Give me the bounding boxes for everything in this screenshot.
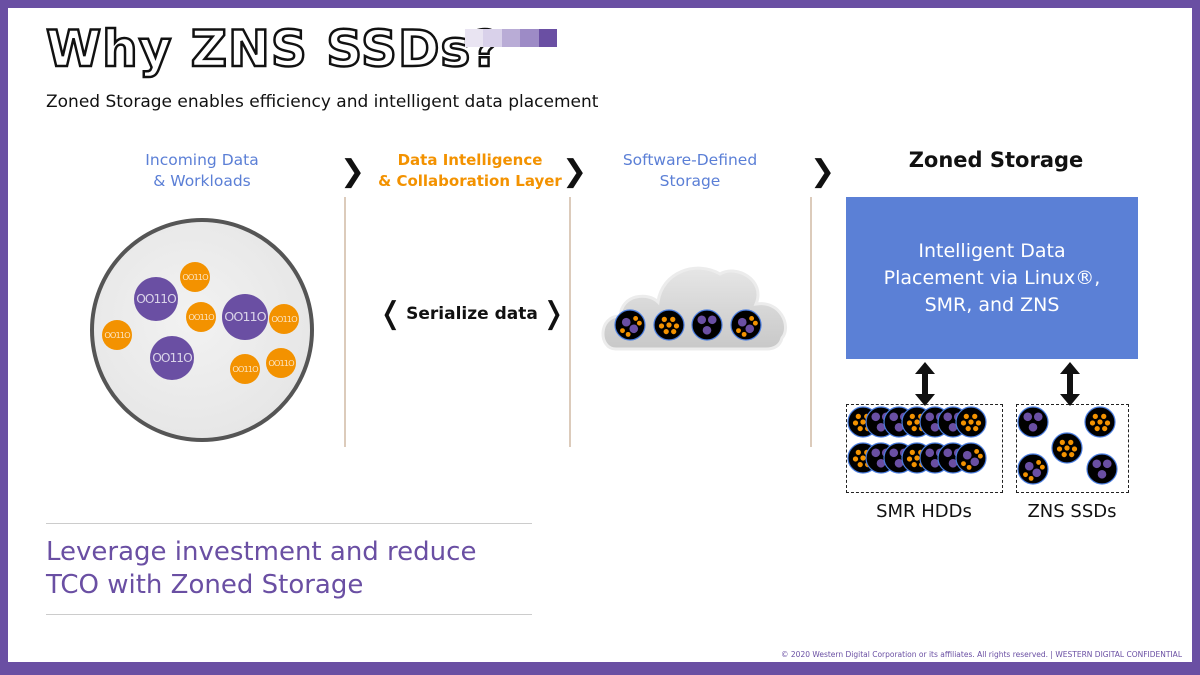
data-blob: OO11O bbox=[266, 348, 296, 378]
divider bbox=[46, 523, 532, 524]
drive-disk-icon bbox=[1084, 406, 1116, 438]
accent-square bbox=[501, 29, 521, 47]
accent-squares bbox=[465, 29, 557, 47]
column-software-defined: Software-Defined Storage bbox=[570, 150, 810, 192]
accent-square bbox=[520, 29, 539, 47]
chevron-right-icon: ❯ bbox=[340, 154, 366, 189]
double-arrow-icon bbox=[915, 362, 935, 406]
column-data-intelligence: Data Intelligence & Collaboration Layer bbox=[350, 150, 590, 192]
data-blob: OO11O bbox=[186, 302, 216, 332]
drive-disk-icon bbox=[691, 309, 723, 341]
intelligent-placement-box: Intelligent Data Placement via Linux®, S… bbox=[846, 197, 1138, 359]
column-label: Storage bbox=[659, 172, 721, 190]
footer-copyright: © 2020 Western Digital Corporation or it… bbox=[781, 650, 1182, 659]
smr-hdd-group bbox=[846, 404, 1003, 493]
serialize-text: Serialize data bbox=[406, 303, 538, 324]
bracket-left-icon: ❬ bbox=[378, 296, 404, 331]
drive-disk-icon bbox=[1051, 432, 1083, 464]
data-blob: OO11O bbox=[180, 262, 210, 292]
slide: Why ZNS SSDs? Zoned Storage enables effi… bbox=[8, 8, 1192, 662]
zns-ssd-group bbox=[1016, 404, 1129, 493]
double-arrow-icon bbox=[1060, 362, 1080, 406]
column-label: Software-Defined bbox=[622, 151, 758, 169]
chevron-right-icon: ❯ bbox=[810, 154, 836, 189]
chevron-right-icon: ❯ bbox=[562, 154, 588, 189]
divider bbox=[46, 614, 532, 615]
page-title: Why ZNS SSDs? bbox=[45, 19, 502, 80]
divider bbox=[810, 197, 812, 447]
accent-square bbox=[465, 29, 484, 47]
data-blob: OO11O bbox=[134, 277, 178, 321]
column-incoming-data: Incoming Data & Workloads bbox=[82, 150, 322, 192]
column-zoned-storage: Zoned Storage bbox=[908, 148, 1084, 172]
drive-disk-icon bbox=[1017, 453, 1049, 485]
serialize-data-label: ❬ Serialize data ❭ bbox=[378, 296, 566, 331]
data-blob: OO11O bbox=[269, 304, 299, 334]
tagline-line: Leverage investment and reduce bbox=[46, 537, 477, 567]
tagline: Leverage investment and reduce TCO with … bbox=[46, 536, 476, 602]
data-blob: OO11O bbox=[150, 336, 194, 380]
data-blob: OO11O bbox=[102, 320, 132, 350]
drive-disk-icon bbox=[1086, 453, 1118, 485]
accent-square bbox=[483, 29, 502, 47]
column-label: Incoming Data bbox=[145, 151, 259, 169]
divider bbox=[344, 197, 346, 447]
drive-disk-icon bbox=[955, 442, 987, 474]
zns-ssds-label: ZNS SSDs bbox=[1027, 501, 1117, 522]
subtitle: Zoned Storage enables efficiency and int… bbox=[46, 92, 599, 112]
column-label: & Workloads bbox=[153, 172, 251, 190]
drive-disk-icon bbox=[730, 309, 762, 341]
drive-disk-icon bbox=[955, 406, 987, 438]
column-label: Data Intelligence bbox=[397, 151, 543, 169]
drive-disk-icon bbox=[1017, 406, 1049, 438]
tagline-line: TCO with Zoned Storage bbox=[46, 570, 364, 600]
divider bbox=[569, 197, 571, 447]
drive-disk-icon bbox=[614, 309, 646, 341]
bracket-right-icon: ❭ bbox=[540, 296, 566, 331]
smr-hdds-label: SMR HDDs bbox=[876, 501, 972, 522]
data-blob: OO11O bbox=[230, 354, 260, 384]
data-blob: OO11O bbox=[222, 294, 268, 340]
column-label: & Collaboration Layer bbox=[378, 172, 562, 190]
accent-square bbox=[538, 29, 557, 47]
drive-disk-icon bbox=[653, 309, 685, 341]
